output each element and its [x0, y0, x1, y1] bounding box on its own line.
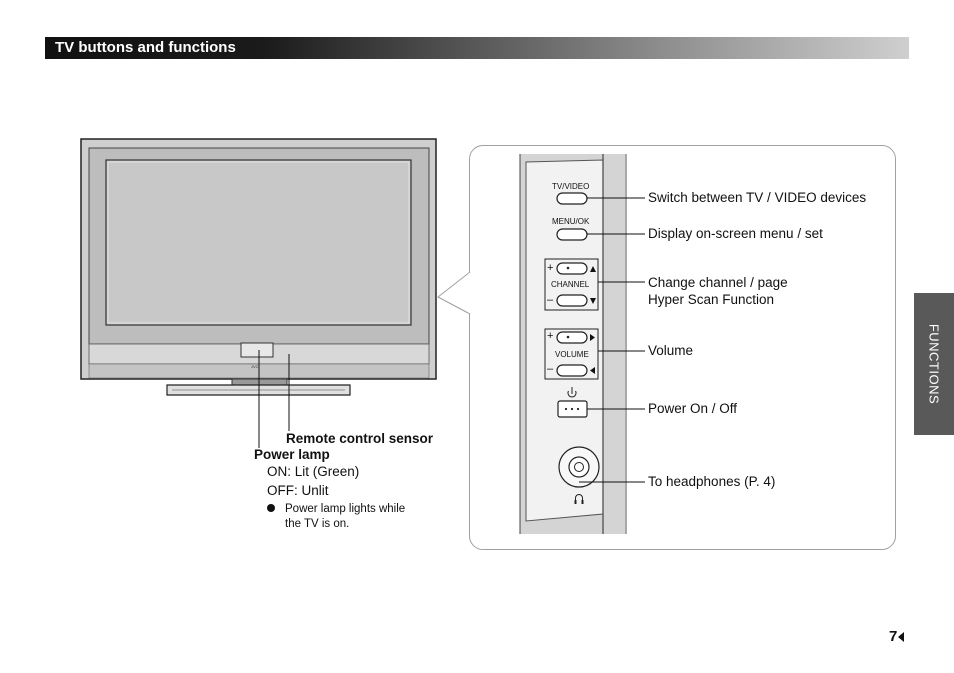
- volume-minus-sign: –: [547, 363, 554, 375]
- tv-screen: [105, 159, 412, 326]
- channel-up-button: [556, 262, 588, 275]
- menu-ok-label: MENU/OK: [552, 217, 590, 226]
- volume-label: VOLUME: [555, 350, 589, 359]
- menu-ok-description: Display on-screen menu / set: [648, 226, 823, 241]
- headphones-description: To headphones (P. 4): [648, 474, 776, 489]
- tv-video-description: Switch between TV / VIDEO devices: [648, 190, 867, 205]
- headphone-icon: [574, 494, 584, 504]
- volume-down-button: [556, 364, 588, 377]
- volume-up-button: [556, 331, 588, 344]
- channel-description-line1: Change channel / page: [648, 275, 788, 290]
- functions-side-tab: FUNCTIONS: [914, 293, 954, 435]
- svg-text:JVC: JVC: [251, 364, 259, 369]
- lamp-on-state: ON: Lit (Green): [267, 464, 360, 479]
- channel-down-button: [556, 294, 588, 307]
- tv-set: JVC: [80, 138, 437, 396]
- section-header-bar: TV buttons and functions: [45, 37, 909, 59]
- page-number: 7: [889, 628, 898, 645]
- channel-plus-sign: +: [547, 262, 554, 274]
- power-lamp-note-line2: the TV is on.: [285, 518, 350, 530]
- power-lamp-label: Power lamp: [254, 447, 330, 462]
- page-arrow-icon: [898, 632, 904, 642]
- side-control-panel: [519, 154, 627, 534]
- power-icon: [567, 387, 577, 398]
- channel-label: CHANNEL: [551, 280, 590, 289]
- note-bullet: [267, 504, 275, 512]
- remote-sensor-label: Remote control sensor: [286, 431, 434, 446]
- remote-sensor-window: [240, 342, 274, 358]
- lamp-off-state: OFF: Unlit: [267, 483, 329, 498]
- tv-video-label: TV/VIDEO: [552, 182, 590, 191]
- volume-description: Volume: [648, 343, 694, 358]
- menu-ok-button: [556, 228, 588, 241]
- power-lamp-note-line1: Power lamp lights while: [285, 503, 406, 515]
- tv-video-button: [556, 192, 588, 205]
- channel-description-line2: Hyper Scan Function: [648, 292, 775, 307]
- power-description: Power On / Off: [648, 401, 738, 416]
- section-title: TV buttons and functions: [55, 39, 236, 56]
- volume-plus-sign: +: [547, 330, 554, 342]
- channel-minus-sign: –: [547, 294, 554, 306]
